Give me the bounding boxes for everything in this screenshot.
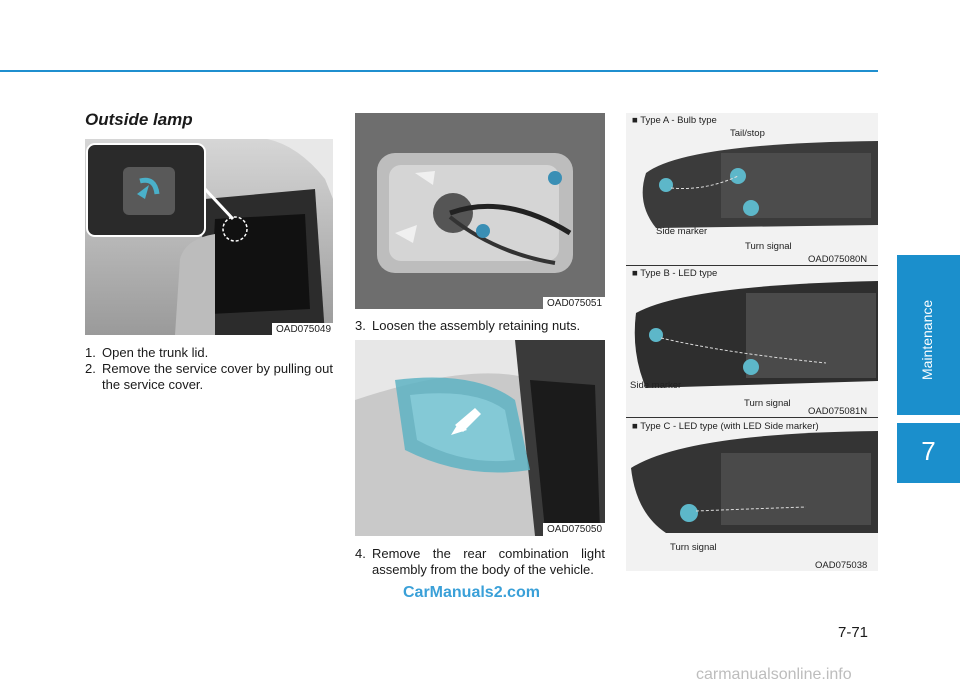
step-3-block: 3. Loosen the assembly retaining nuts. [355, 318, 605, 334]
side-marker-callout: Side marker [630, 380, 682, 391]
turn-signal-callout: Turn signal [745, 241, 792, 252]
figure-code: OAD075051 [543, 297, 607, 310]
header-rule [0, 70, 878, 72]
nuts-photo [355, 113, 605, 309]
chapter-number: 7 [921, 436, 936, 466]
page-number: 7-71 [838, 624, 869, 641]
section-title: Outside lamp [85, 110, 193, 129]
step-1: 1. Open the trunk lid. [85, 345, 209, 360]
lamp-removal-photo [355, 340, 605, 536]
side-marker-callout: Side marker [656, 226, 708, 237]
figure-code: OAD075080N [808, 254, 868, 265]
trunk-photo [85, 139, 333, 335]
watermark-top[interactable]: CarManuals2.com [403, 584, 540, 601]
chapter-number-tab[interactable] [897, 423, 960, 483]
type-a-heading: ■ Type A - Bulb type [632, 115, 717, 126]
type-c-heading: ■ Type C - LED type (with LED Side marke… [632, 421, 819, 432]
figure-code: OAD075050 [543, 523, 607, 536]
steps-left: 1. Open the trunk lid. 2. Remove the ser… [85, 345, 333, 393]
step-2: 2. Remove the service cover by pulling o… [85, 361, 333, 392]
type-divider [626, 265, 878, 266]
step-4-block: 4. Remove the rear combination light ass… [355, 546, 605, 578]
figure-code: OAD075081N [808, 406, 868, 417]
turn-signal-callout: Turn signal [744, 398, 791, 409]
step-3: 3. Loosen the assembly retaining nuts. [355, 318, 581, 333]
turn-signal-callout: Turn signal [670, 542, 717, 553]
tail-stop-callout: Tail/stop [730, 128, 765, 139]
watermark-bottom[interactable]: carmanualsonline.info [696, 666, 852, 683]
figure-code: OAD075038 [815, 560, 868, 571]
type-b-heading: ■ Type B - LED type [632, 268, 718, 279]
lamp-types-figure [626, 113, 878, 571]
step-4: 4. Remove the rear combination light ass… [355, 546, 605, 577]
chapter-tab[interactable] [897, 255, 960, 415]
type-divider [626, 417, 878, 418]
chapter-title: Maintenance [919, 299, 935, 381]
figure-code: OAD075049 [272, 323, 336, 336]
